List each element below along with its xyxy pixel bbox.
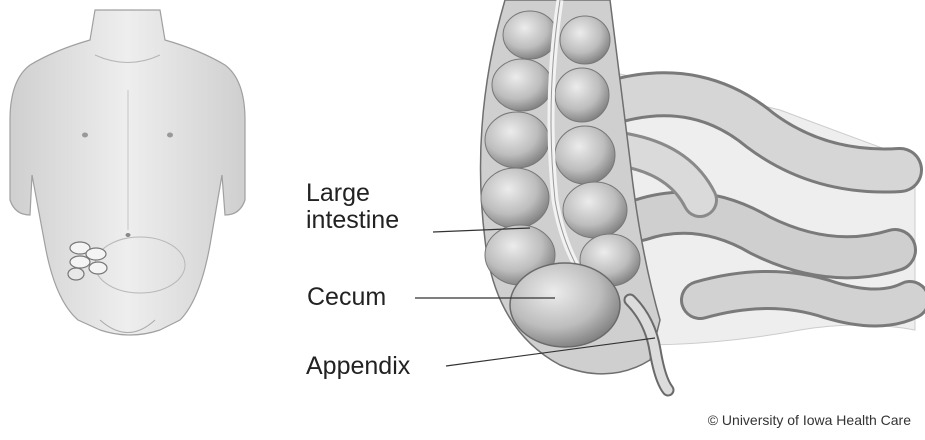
label-appendix: Appendix [306,353,410,380]
intestine-detail [481,0,916,390]
cecum-pouch [510,263,620,347]
label-cecum: Cecum [307,284,386,311]
copyright-credit: © University of Iowa Health Care [708,412,911,428]
label-large-intestine: Large intestine [306,180,399,234]
label-large-intestine-line2: intestine [306,207,399,234]
torso-figure [10,10,245,335]
label-large-intestine-line1: Large [306,180,399,207]
